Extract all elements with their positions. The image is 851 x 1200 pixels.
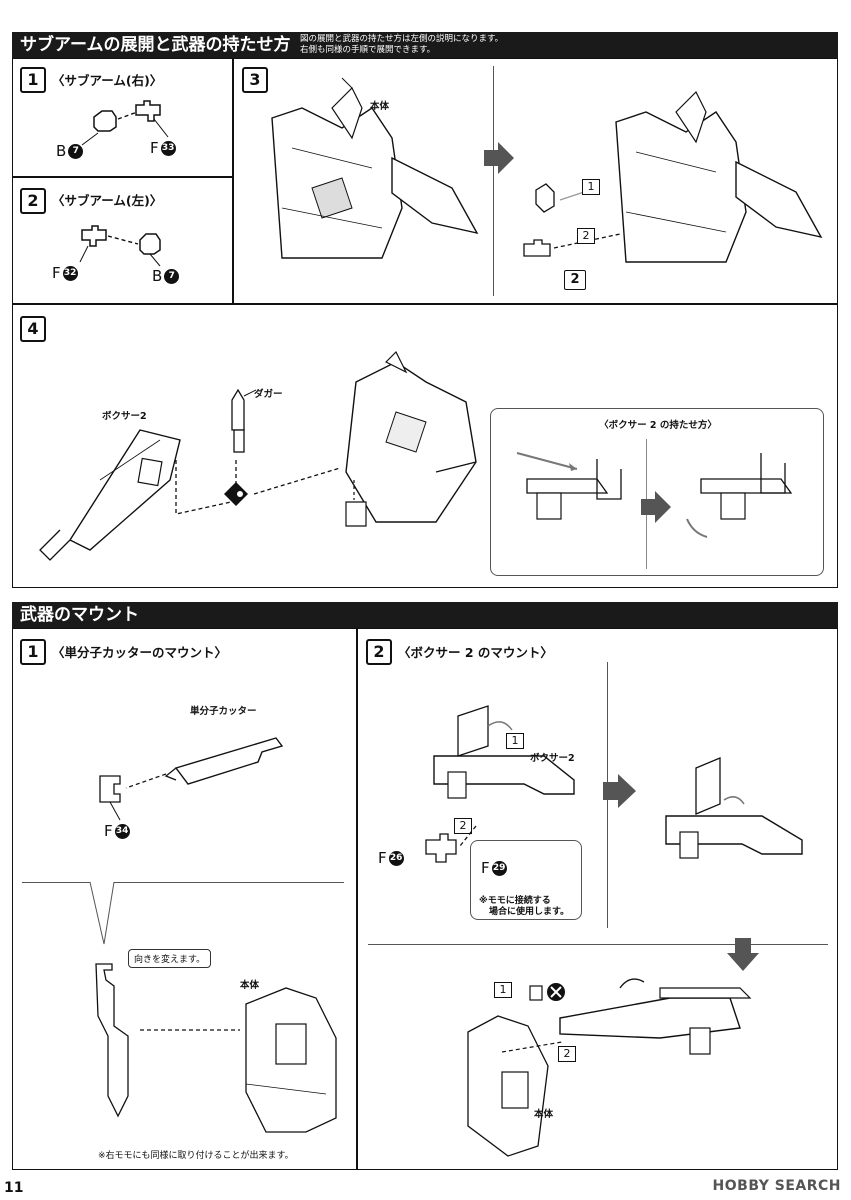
- subarm-right-diagram: [81, 100, 169, 146]
- body-label: 本体: [534, 1109, 554, 1120]
- step-title: 〈単分子カッターのマウント〉: [52, 645, 228, 660]
- ref-step-2: 2: [564, 270, 586, 290]
- cutter-rotated-illustration: [95, 963, 129, 1118]
- page-number: 11: [4, 1180, 24, 1196]
- divider: [493, 66, 494, 296]
- divider: [12, 303, 838, 305]
- option-note-line1: ※モモに接続する: [479, 896, 551, 906]
- sub-step-1: 1: [494, 982, 512, 998]
- boxer2-mount-illustration: [559, 978, 752, 1055]
- section1-frame: [12, 58, 838, 588]
- boxer2-holding-callout: 〈ボクサー 2 の持たせ方〉: [490, 408, 824, 576]
- step-title: 〈サブアーム(右)〉: [52, 73, 163, 88]
- part-number-badge: 29: [491, 861, 507, 876]
- divider: [368, 944, 828, 945]
- part-number-badge: 7: [68, 144, 84, 159]
- boxer-label: ボクサー2: [102, 411, 147, 422]
- section-note: 図の展開と武器の持たせ方は左側の説明になります。 右側も同様の手順で展開できます…: [300, 34, 504, 55]
- step-title: 〈サブアーム(左)〉: [52, 193, 163, 208]
- section2-frame: [12, 628, 838, 1170]
- part-number-badge: 33: [160, 141, 176, 156]
- section-title: 武器のマウント: [20, 605, 139, 625]
- boxer2-fold-diagram: [433, 705, 575, 799]
- part-number-badge: 34: [114, 824, 130, 839]
- divider: [232, 58, 234, 304]
- hand-open-diagram: [516, 452, 622, 520]
- subarm-left-diagram: [79, 225, 161, 267]
- arrow-right-icon: [484, 142, 514, 174]
- remove-part-diagram: [529, 983, 565, 1001]
- option-note-line2: 場合に使用します。: [489, 907, 570, 917]
- step-number: 3: [242, 67, 268, 93]
- robot-leg-illustration: [467, 1015, 563, 1157]
- sub-step-2: 2: [454, 818, 472, 834]
- sub-step-1: 1: [506, 733, 524, 749]
- divider: [22, 882, 344, 883]
- sub-step-2: 2: [577, 228, 595, 244]
- robot-thigh-illustration: [245, 987, 337, 1133]
- body-label: 本体: [370, 101, 390, 112]
- removed-part-diagram: [523, 183, 621, 257]
- footnote: ※右モモにも同様に取り付けることが出来ます。: [98, 1151, 294, 1161]
- robot-upper-body-illustration: [345, 350, 477, 527]
- dagger-illustration: [231, 388, 257, 453]
- divider: [12, 176, 233, 178]
- dagger-label: ダガー: [254, 389, 283, 400]
- robot-torso-illustration: [271, 77, 479, 259]
- step-number: 2: [366, 639, 392, 665]
- section-header-mount: 武器のマウント: [12, 602, 838, 628]
- section-header-subarm: サブアームの展開と武器の持たせ方: [12, 32, 838, 58]
- step-title: 〈ボクサー 2 のマウント〉: [398, 645, 553, 660]
- callout-pointer: [89, 881, 115, 945]
- section-title: サブアームの展開と武器の持たせ方: [20, 35, 291, 55]
- cutter-label: 単分子カッター: [190, 706, 257, 717]
- sub-step-2: 2: [558, 1046, 576, 1062]
- robot-torso-after-illustration: [615, 90, 823, 263]
- step-number: 2: [20, 188, 46, 214]
- step-number: 1: [20, 67, 46, 93]
- boxer2-weapon-illustration: [39, 429, 181, 561]
- boxer-label: ボクサー2: [530, 753, 575, 764]
- step-number: 4: [20, 316, 46, 342]
- arrow-right-icon: [641, 491, 671, 523]
- cutter-illustration: [99, 737, 284, 821]
- step-number: 1: [20, 639, 46, 665]
- part-number-badge: 26: [388, 851, 404, 866]
- divider: [356, 628, 358, 1170]
- sub-step-1: 1: [582, 179, 600, 195]
- arrow-down-icon: [727, 938, 759, 971]
- part-number-badge: 32: [62, 266, 78, 281]
- assembly-paths: [175, 460, 341, 515]
- body-label: 本体: [240, 980, 260, 991]
- part-number-badge: 7: [164, 269, 180, 284]
- arrow-right-icon: [603, 774, 636, 808]
- watermark-logo: HOBBY SEARCH: [712, 1178, 841, 1194]
- boxer2-folded-illustration: [665, 757, 803, 859]
- mount-path: [140, 1029, 240, 1031]
- callout-title: 〈ボクサー 2 の持たせ方〉: [599, 420, 717, 431]
- direction-note-bubble: 向きを変えます。: [128, 949, 212, 968]
- hand-closed-diagram: [686, 453, 793, 538]
